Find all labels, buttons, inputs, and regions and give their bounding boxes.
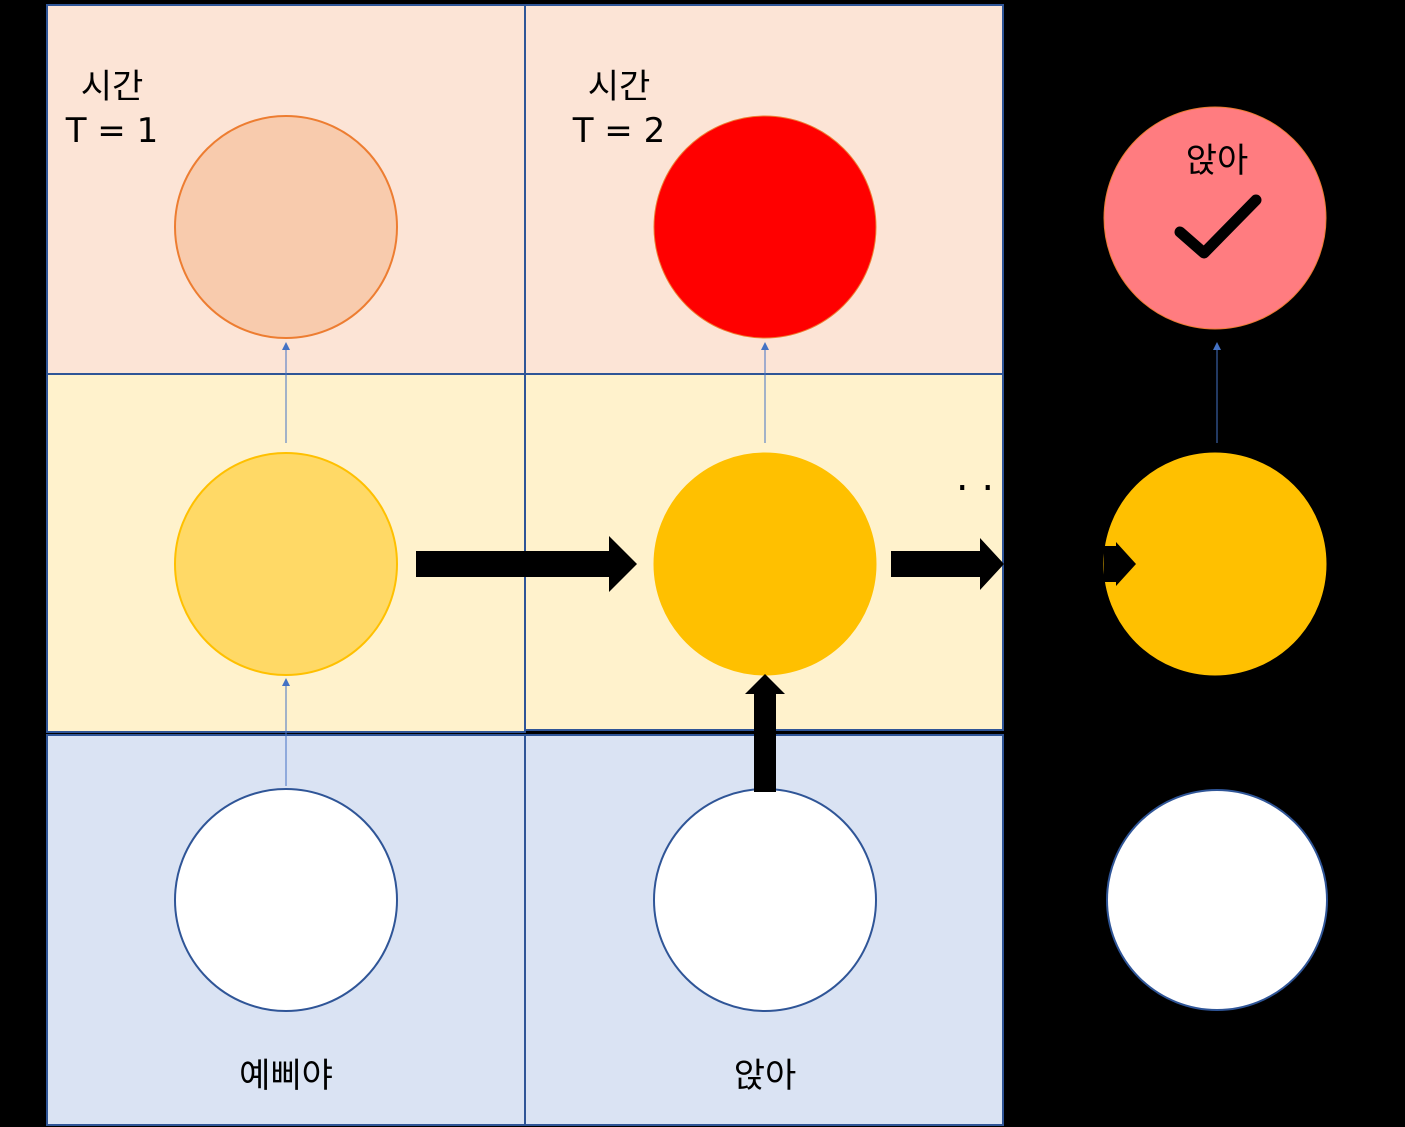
arrow-into-final-hidden: [1104, 542, 1136, 586]
time-label-t1-line1: 시간: [81, 67, 144, 107]
input-node-t2: [653, 788, 877, 1012]
time-label-t1-line2: T = 1: [65, 111, 159, 151]
input-word-t2: 앉아: [734, 1056, 797, 1096]
checkmark-icon: [1174, 194, 1262, 259]
input-node-final: [1106, 789, 1328, 1011]
output-node-t2: [653, 115, 877, 339]
arrow-input-to-hidden-t2: [745, 674, 785, 792]
hidden-node-t2: [653, 452, 877, 676]
input-word-t1: 예삐야: [239, 1056, 333, 1096]
ellipsis-text: . .: [956, 454, 994, 500]
arrow-hidden-t2-to-next: [891, 538, 1004, 590]
hidden-node-t1: [174, 452, 398, 676]
time-label-t2-line2: T = 2: [572, 111, 666, 151]
hidden-node-final: [1103, 452, 1327, 676]
input-node-t1: [174, 788, 398, 1012]
time-label-t2-line1: 시간: [588, 67, 651, 107]
output-node-final: [1103, 106, 1327, 330]
output-node-t1: [174, 115, 398, 339]
arrow-hidden-t1-to-t2: [416, 536, 637, 592]
output-word-final: 앉아: [1186, 141, 1249, 181]
